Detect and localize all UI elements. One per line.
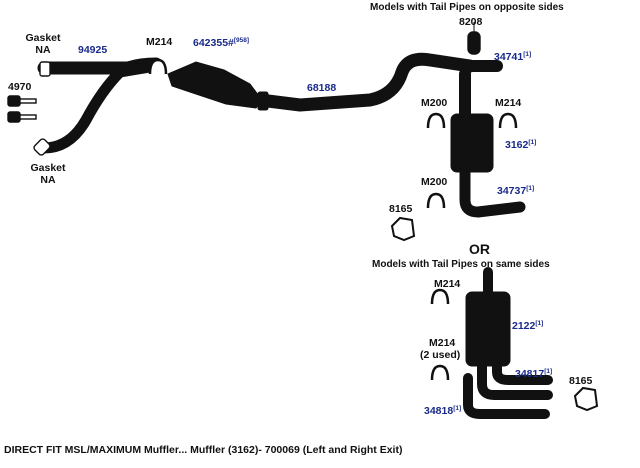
tailpipe-34818-lower (463, 373, 550, 419)
bolt-a (7, 95, 21, 107)
part-68188: 68188 (307, 82, 337, 94)
part-34737: 34737[1] (497, 185, 535, 197)
label-4970: 4970 (8, 81, 32, 93)
label-gasket-bottom: Gasket (30, 162, 66, 174)
hanger-8208 (467, 31, 481, 55)
label-m200-lower: M200 (421, 176, 448, 188)
bolt-b-stud (19, 114, 37, 120)
part-3162: 3162[1] (505, 139, 537, 151)
label-2-used: (2 used) (420, 349, 461, 361)
part-642355: 642355#[958] (193, 37, 250, 49)
gasket-bottom-flange (33, 138, 51, 156)
tailpipe-34817 (477, 359, 553, 400)
part-94925: 94925 (78, 44, 108, 56)
tailpipe-34818 (492, 359, 553, 385)
clamp-m200-left (426, 112, 446, 129)
caption: DIRECT FIT MSL/MAXIMUM Muffler... Muffle… (4, 444, 403, 456)
heading-or: OR (469, 241, 490, 257)
label-m214-right: M214 (495, 97, 522, 109)
bolt-b (7, 111, 21, 123)
label-m214-used: M214 (429, 337, 456, 349)
heading-same-sides: Models with Tail Pipes on same sides (372, 259, 550, 270)
label-gasket-top: Gasket (25, 32, 61, 44)
gasket-top-flange (39, 61, 51, 77)
bolt-a-stud (19, 98, 37, 104)
heading-opposite-sides: Models with Tail Pipes on opposite sides (370, 2, 564, 13)
front-y-pipe-branch (38, 60, 162, 154)
part-34818: 34818[1] (424, 405, 462, 417)
clamp-m200-lower (426, 192, 446, 209)
label-na-top: NA (35, 44, 51, 56)
label-m214-upper: M214 (146, 36, 173, 48)
clamp-m214-right (498, 112, 518, 129)
tailpipe-34737 (459, 162, 526, 218)
flange-ring (257, 91, 269, 111)
part-34741: 34741[1] (494, 51, 532, 63)
label-m214-same: M214 (434, 278, 461, 290)
hanger-8165-lower (573, 386, 599, 412)
hanger-8165-upper (390, 216, 416, 242)
label-na-bottom: NA (40, 174, 56, 186)
clamp-m214-upper (148, 58, 168, 75)
part-34817: 34817[1] (515, 368, 553, 380)
part-2122: 2122[1] (512, 320, 544, 332)
catalytic-converter (167, 61, 263, 109)
clamp-m214-used (430, 364, 450, 381)
label-8208: 8208 (459, 16, 483, 28)
label-8165-upper: 8165 (389, 203, 413, 215)
label-8165-lower: 8165 (569, 375, 593, 387)
muffler-3162 (450, 113, 494, 173)
clamp-m214-same (430, 288, 450, 305)
muffler-2122 (465, 291, 511, 367)
label-m200-left: M200 (421, 97, 448, 109)
intermediate-pipe (253, 52, 477, 112)
